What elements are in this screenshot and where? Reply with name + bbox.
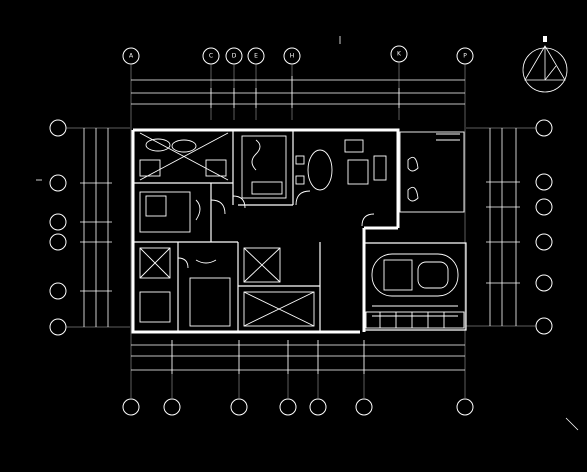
grid-bubble-bottom-7 [456,398,474,416]
svg-text:H: H [290,53,295,60]
grid-bubble-top-a: A [122,47,140,65]
svg-text:K: K [397,51,402,58]
bathroom-1 [241,135,287,199]
grid-bubble-right-5 [535,274,553,292]
bottom-grid-axis [122,398,474,416]
doors [177,190,375,269]
dimension-strings [80,76,520,374]
grid-bubble-top-e: E [247,47,265,65]
grid-bubble-bottom-2 [163,398,181,416]
grid-lines [66,62,536,398]
garage-car [371,253,459,317]
porch [365,311,465,329]
grid-bubble-right-3 [535,198,553,216]
svg-text:D: D [232,53,237,60]
bedroom-1 [139,132,229,181]
living-room [399,131,465,213]
svg-text:C: C [209,53,213,60]
grid-bubble-left-3 [49,213,67,231]
grid-bubble-right-2 [535,173,553,191]
grid-bubble-top-k: K [390,45,408,63]
grid-bubble-top-c: C [202,47,220,65]
grid-bubble-right-6 [535,317,553,335]
dining-table [295,139,387,191]
grid-bubble-left-5 [49,282,67,300]
grid-bubble-bottom-1 [122,398,140,416]
svg-text:E: E [254,53,258,60]
exterior-walls [131,128,467,334]
svg-text:A: A [129,53,134,60]
bathroom-2 [139,247,171,323]
grid-bubble-right-1 [535,119,553,137]
grid-bubble-left-6 [49,318,67,336]
svg-text:P: P [463,53,467,60]
grid-bubble-bottom-5 [309,398,327,416]
north-arrow-icon [522,36,568,93]
grid-bubble-left-1 [49,119,67,137]
top-grid-axis: A C D E H K P [122,36,474,65]
grid-bubble-top-h: H [283,47,301,65]
stair-and-laundry [243,247,315,327]
grid-bubble-top-p: P [456,47,474,65]
left-grid-axis [36,119,67,336]
bedroom-3 [189,259,231,327]
right-grid-axis [535,119,579,431]
grid-bubble-bottom-4 [279,398,297,416]
grid-bubble-bottom-6 [355,398,373,416]
grid-bubble-top-d: D [225,47,243,65]
interior-walls [133,130,321,332]
grid-bubble-bottom-3 [230,398,248,416]
grid-bubble-left-4 [49,233,67,251]
grid-bubble-right-4 [535,233,553,251]
bedroom-2 [139,191,201,233]
grid-bubble-left-2 [49,174,67,192]
